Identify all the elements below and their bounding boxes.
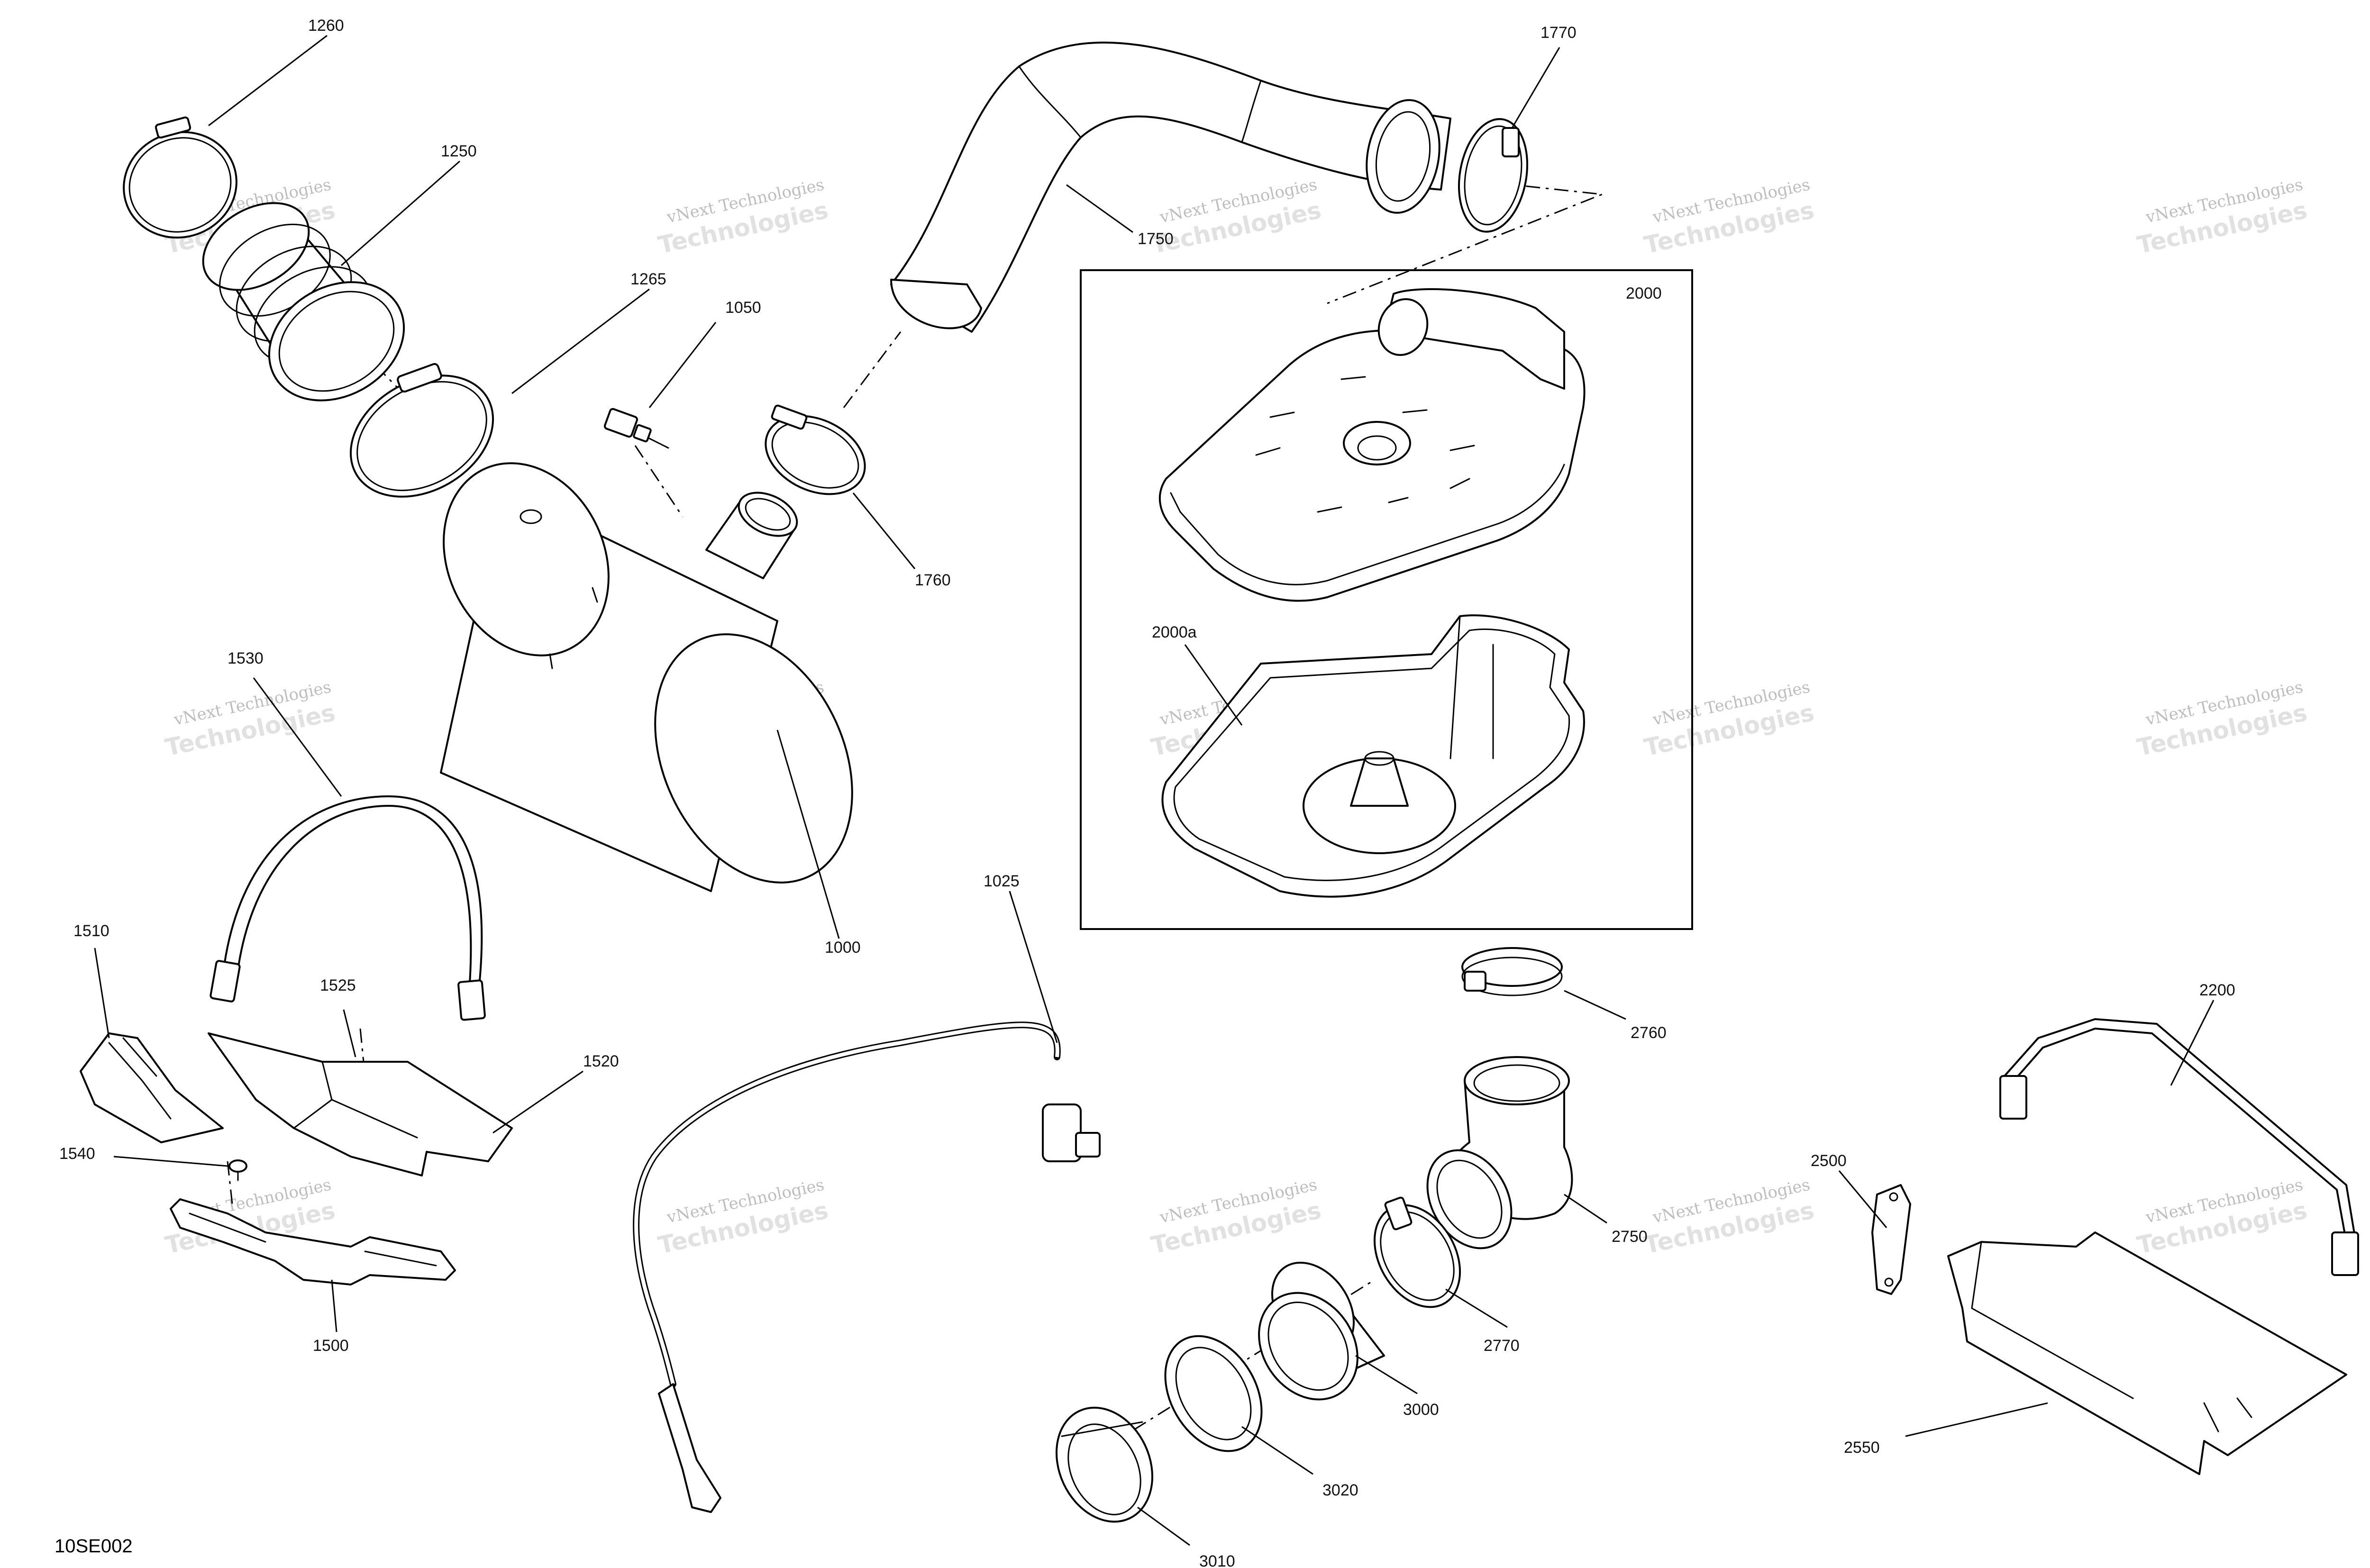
- callout-1530: 1530: [228, 649, 264, 667]
- callout-2000a: 2000a: [1152, 623, 1197, 641]
- leader-line: [113, 1156, 228, 1167]
- watermark: vNext Technologies Technologies: [656, 1175, 831, 1259]
- part-1510-bracket: [80, 1032, 224, 1143]
- assembly-axis-line: [634, 445, 684, 517]
- callout-3000: 3000: [1403, 1401, 1439, 1419]
- assembly-axis-line: [227, 1161, 233, 1204]
- watermark: vNext Technologies Technologies: [2135, 1175, 2310, 1259]
- leader-line: [1066, 184, 1133, 233]
- part-3000-coupler: [1258, 1261, 1385, 1401]
- callout-1050: 1050: [725, 299, 761, 317]
- callout-2750: 2750: [1612, 1228, 1648, 1246]
- callout-2770: 2770: [1484, 1337, 1520, 1355]
- leader-line: [852, 492, 916, 569]
- part-1760-clamp: [765, 404, 866, 495]
- leader-line: [1137, 1506, 1190, 1546]
- part-1500-protector: [170, 1198, 456, 1285]
- leader-line: [776, 729, 840, 939]
- part-2000-assembly-frame: [1080, 269, 1693, 930]
- leader-line: [1564, 1194, 1607, 1224]
- leader-line: [341, 160, 460, 266]
- assembly-axis-line: [843, 331, 902, 408]
- part-1540-fastener: [228, 1159, 247, 1181]
- callout-1525: 1525: [320, 976, 356, 994]
- part-2000-airbox-cover: [1158, 288, 1586, 602]
- part-1025-oxygen-sensor: [633, 1021, 1101, 1513]
- leader-line: [94, 948, 110, 1039]
- leader-line: [1184, 644, 1243, 726]
- part-2200-strap: [1999, 1018, 2359, 1276]
- leader-line: [1355, 1355, 1418, 1395]
- leader-line: [253, 677, 342, 797]
- leader-line: [2170, 1000, 2215, 1086]
- leader-line: [1564, 990, 1626, 1020]
- part-3020-ring: [1164, 1335, 1263, 1452]
- part-1750-intake-hose: [890, 41, 1451, 333]
- leader-line: [1838, 1170, 1887, 1228]
- watermark: vNext Technologies Technologies: [1642, 175, 1817, 259]
- part-2500-bracket: [1871, 1184, 1911, 1295]
- watermark: vNext Technologies Technologies: [1642, 677, 1817, 761]
- part-1520-heat-shield: [208, 1032, 513, 1176]
- callout-2000: 2000: [1626, 284, 1662, 302]
- watermark: vNext Technologies Technologies: [163, 677, 338, 761]
- callout-1770: 1770: [1540, 24, 1577, 42]
- callout-1750: 1750: [1138, 230, 1174, 248]
- watermark: vNext Technologies Technologies: [1642, 1175, 1817, 1259]
- leader-line: [511, 288, 650, 394]
- watermark: vNext Technologies Technologies: [2135, 175, 2310, 259]
- part-2550-plate: [1947, 1231, 2347, 1475]
- part-1265-clamp: [349, 363, 494, 498]
- callout-1265: 1265: [630, 270, 666, 288]
- callout-1510: 1510: [73, 922, 109, 940]
- leader-line: [331, 1279, 337, 1332]
- watermark: vNext Technologies Technologies: [2135, 677, 2310, 761]
- leader-line: [648, 322, 717, 408]
- part-1260-clamp: [123, 116, 237, 239]
- leader-line: [208, 35, 328, 127]
- callout-3010: 3010: [1199, 1552, 1235, 1568]
- part-2770-clamp: [1373, 1196, 1461, 1308]
- callout-1520: 1520: [583, 1052, 619, 1070]
- callout-2550: 2550: [1844, 1439, 1880, 1457]
- callout-3020: 3020: [1322, 1481, 1358, 1499]
- leader-line: [1511, 47, 1560, 128]
- leader-line: [343, 1009, 356, 1057]
- leader-line: [492, 1070, 583, 1134]
- callout-1760: 1760: [915, 571, 951, 589]
- callout-labels: 1260 1250 1265 1050 1750 1770 1760 2000 …: [59, 17, 2235, 1568]
- callout-1000: 1000: [825, 939, 861, 957]
- part-1000-muffler: [440, 462, 853, 892]
- part-1050-sensor: [603, 408, 669, 449]
- figure-id: 10SE002: [55, 1536, 133, 1557]
- part-1770-clamp: [1458, 118, 1529, 233]
- callout-1500: 1500: [313, 1337, 349, 1355]
- leader-lines: [94, 35, 2215, 1546]
- callout-2500: 2500: [1811, 1152, 1847, 1170]
- callout-1540: 1540: [59, 1145, 95, 1163]
- watermark: vNext Technologies Technologies: [656, 175, 831, 259]
- callout-1260: 1260: [308, 17, 344, 35]
- part-2750-elbow: [1426, 1056, 1573, 1249]
- leader-line: [1905, 1402, 2048, 1437]
- part-1530-strap: [210, 795, 486, 1021]
- part-2000a-airbox-base: [1161, 614, 1585, 898]
- callout-2760: 2760: [1631, 1024, 1667, 1042]
- part-3010-nut: [1055, 1406, 1154, 1523]
- part-2760-clamp: [1461, 947, 1563, 996]
- leader-line: [1009, 891, 1058, 1043]
- leader-line: [1445, 1288, 1508, 1328]
- leader-line: [1241, 1426, 1313, 1475]
- callout-1250: 1250: [441, 142, 477, 160]
- part-1250-intake-bellows: [202, 202, 405, 401]
- watermark: vNext Technologies Technologies: [1149, 1175, 1324, 1259]
- callout-2200: 2200: [2199, 981, 2235, 999]
- callout-1025: 1025: [984, 872, 1020, 890]
